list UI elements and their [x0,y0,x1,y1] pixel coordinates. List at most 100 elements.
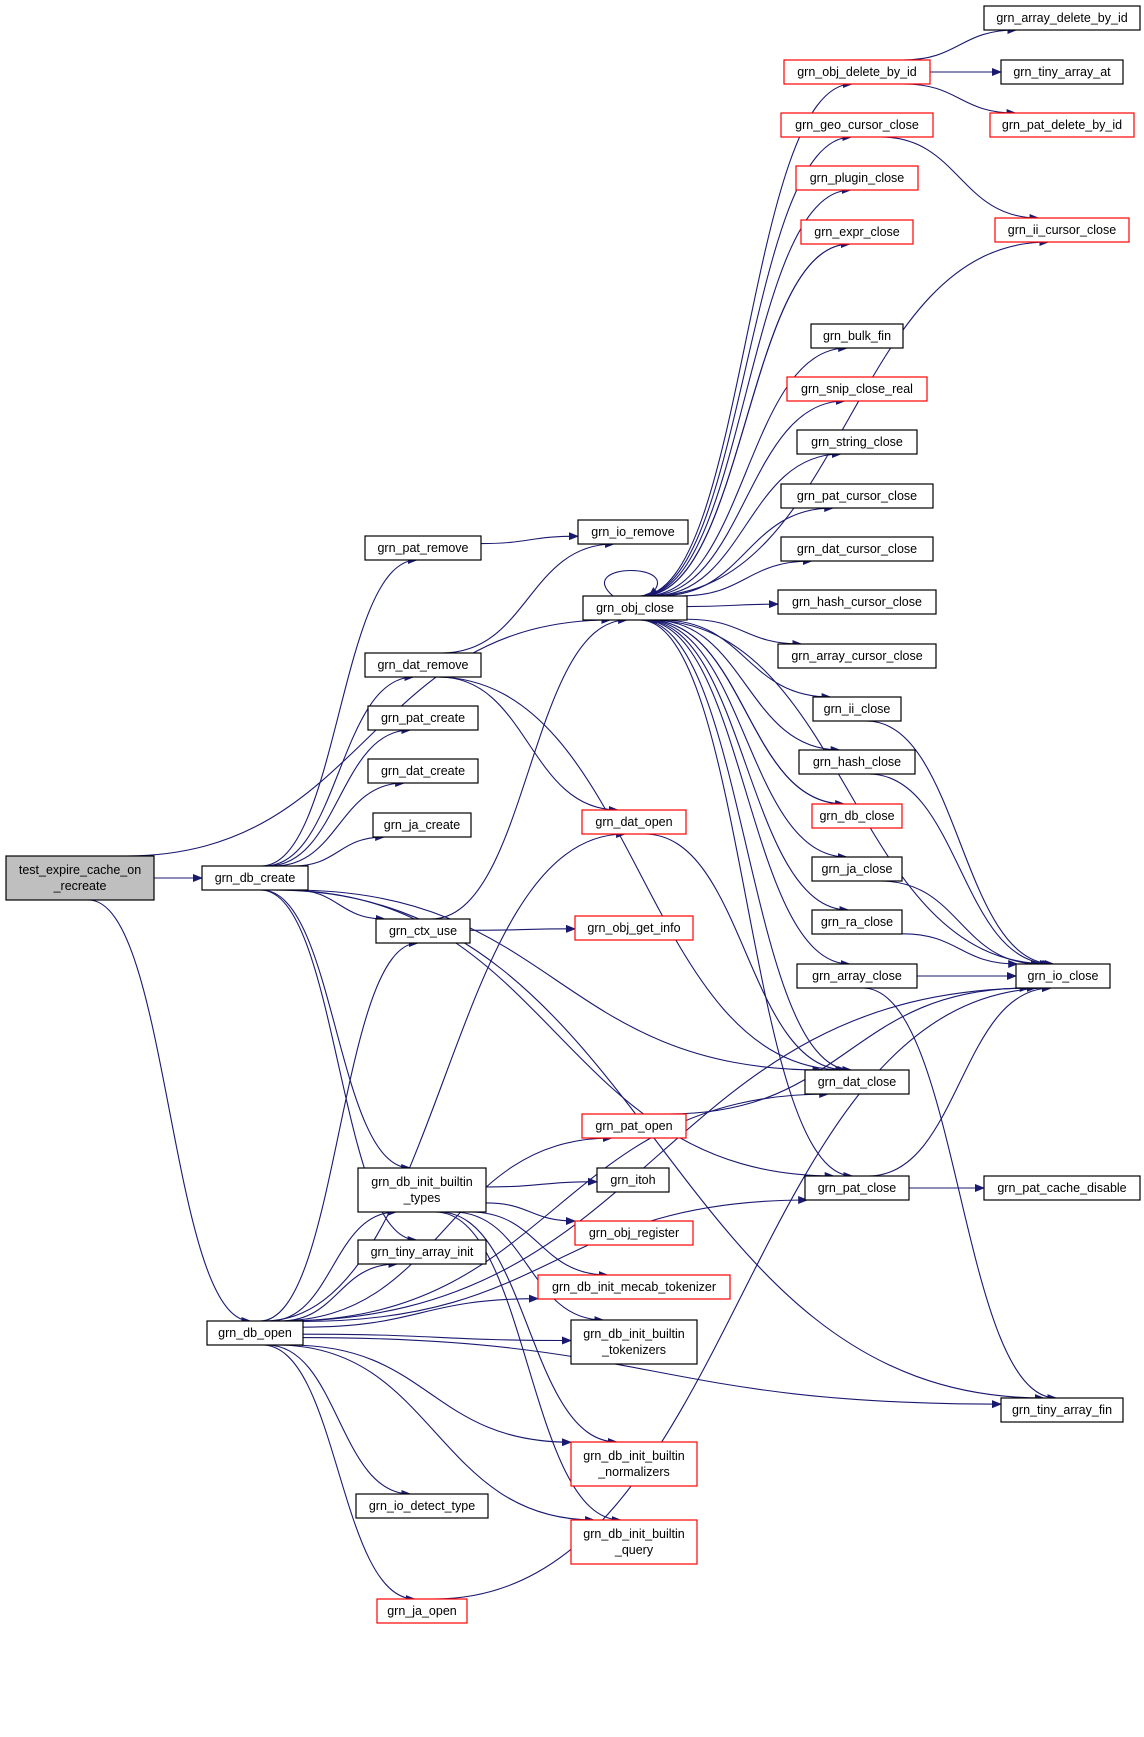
node-box [983,5,1141,31]
node-itoh[interactable]: grn_itoh [596,1167,670,1193]
node-expr_close[interactable]: grn_expr_close [800,219,914,245]
node-label: grn_db_init_builtin [371,1175,473,1189]
node-label: grn_itoh [610,1173,655,1187]
node-tiny_array_at[interactable]: grn_tiny_array_at [1000,59,1124,85]
edge-db_open-to-init_types [269,1208,398,1322]
node-label: grn_db_init_builtin [583,1327,685,1341]
node-label: grn_array_close [812,969,902,983]
node-ii_close[interactable]: grn_ii_close [812,696,902,722]
node-root[interactable]: test_expire_cache_on_recreate [5,855,155,901]
node-init_types[interactable]: grn_db_init_builtin_types [357,1167,487,1213]
node-label: grn_dat_create [381,764,465,778]
node-dat_create[interactable]: grn_dat_create [367,758,479,784]
node-label: grn_pat_remove [377,541,468,555]
node-init_tokenizers[interactable]: grn_db_init_builtin _tokenizers [570,1319,698,1365]
node-io_close[interactable]: grn_io_close [1015,963,1111,989]
node-array_delete_by_id[interactable]: grn_array_delete_by_id [983,5,1141,31]
edge-obj_close-to-geo_cursor_close [640,133,853,597]
node-box [786,376,928,402]
node-box [796,963,918,989]
node-db_create[interactable]: grn_db_create [201,865,309,891]
node-dat_remove[interactable]: grn_dat_remove [364,652,482,678]
node-box [983,1175,1141,1201]
node-array_close[interactable]: grn_array_close [796,963,918,989]
node-pat_remove[interactable]: grn_pat_remove [364,535,482,561]
edge-obj_close-to-dat_close [640,619,853,1074]
edge-db_open-to-tiny_array_fin [302,1337,1002,1409]
node-ii_cursor_close[interactable]: grn_ii_cursor_close [994,217,1130,243]
node-io_detect_type[interactable]: grn_io_detect_type [355,1493,489,1519]
node-dat_cursor_close[interactable]: grn_dat_cursor_close [780,536,934,562]
node-ja_create[interactable]: grn_ja_create [372,812,472,838]
node-box [1000,59,1124,85]
edge-db_create-to-dat_create [273,779,406,867]
edge-db_open-to-io_close [282,984,1037,1322]
node-pat_create[interactable]: grn_pat_create [367,705,479,731]
node-dat_close[interactable]: grn_dat_close [804,1069,910,1095]
node-label: grn_pat_open [595,1119,672,1133]
node-tiny_array_init[interactable]: grn_tiny_array_init [357,1239,487,1265]
node-label: grn_ja_create [384,818,460,832]
edge-obj_close-to-hash_close [652,619,841,754]
node-obj_delete_by_id[interactable]: grn_obj_delete_by_id [783,59,931,85]
node-label: grn_ja_close [822,862,893,876]
node-obj_close[interactable]: grn_obj_close [582,595,688,621]
node-box [780,112,934,138]
node-box [577,519,689,545]
node-string_close[interactable]: grn_string_close [796,429,918,455]
node-init_normalizers[interactable]: grn_db_init_builtin_normalizers [570,1441,698,1487]
edge-db_open-to-init_normalizers [289,1344,572,1447]
node-box [811,909,903,935]
node-ra_close[interactable]: grn_ra_close [811,909,903,935]
node-pat_close[interactable]: grn_pat_close [804,1175,910,1201]
node-box [795,165,919,191]
node-bulk_fin[interactable]: grn_bulk_fin [810,323,904,349]
node-label: _recreate [53,879,107,893]
node-obj_register[interactable]: grn_obj_register [574,1220,694,1246]
node-label: grn_tiny_array_at [1013,65,1111,79]
node-label: grn_dat_open [595,815,672,829]
edge-obj_close-to-pat_close [639,619,854,1180]
node-geo_cursor_close[interactable]: grn_geo_cursor_close [780,112,934,138]
edge-db_create-to-pat_remove [261,556,418,867]
node-pat_delete_by_id[interactable]: grn_pat_delete_by_id [989,112,1135,138]
node-ja_open[interactable]: grn_ja_open [376,1598,468,1624]
edge-obj_close-to-plugin_close [641,186,852,597]
node-hash_cursor_close[interactable]: grn_hash_cursor_close [777,589,937,615]
node-label: grn_expr_close [814,225,900,239]
edge-obj_delete_by_id-to-array_delete_by_id [902,26,1018,61]
node-obj_get_info[interactable]: grn_obj_get_info [574,915,694,941]
node-array_cursor_close[interactable]: grn_array_cursor_close [777,643,937,669]
node-box [804,1069,910,1095]
node-mecab_tok[interactable]: grn_db_init_mecab_tokenizer [537,1274,731,1300]
node-label: _query [614,1543,654,1557]
node-db_close[interactable]: grn_db_close [811,803,903,829]
node-plugin_close[interactable]: grn_plugin_close [795,165,919,191]
node-io_remove[interactable]: grn_io_remove [577,519,689,545]
node-box [355,1493,489,1519]
edge-dat_open-to-dat_close [644,833,848,1074]
edge-db_create-to-init_types [261,889,412,1172]
edge-obj_delete_by_id-to-pat_delete_by_id [903,83,1017,117]
node-label: _tokenizers [601,1343,666,1357]
node-hash_close[interactable]: grn_hash_close [798,749,916,775]
node-label: grn_obj_get_info [587,921,680,935]
node-ja_close[interactable]: grn_ja_close [811,856,903,882]
node-box [777,643,937,669]
node-snip_close_real[interactable]: grn_snip_close_real [786,376,928,402]
node-box [574,915,694,941]
node-dat_open[interactable]: grn_dat_open [581,809,687,835]
node-pat_cache_disable[interactable]: grn_pat_cache_disable [983,1175,1141,1201]
node-label: _normalizers [597,1465,670,1479]
node-ctx_use[interactable]: grn_ctx_use [375,918,471,944]
edge-db_open-to-pat_close [302,1196,809,1322]
node-init_query[interactable]: grn_db_init_builtin_query [570,1519,698,1565]
node-db_open[interactable]: grn_db_open [206,1320,304,1346]
node-box [574,1220,694,1246]
node-pat_open[interactable]: grn_pat_open [581,1113,687,1139]
node-box [994,217,1130,243]
node-tiny_array_fin[interactable]: grn_tiny_array_fin [1000,1397,1124,1423]
node-box [367,758,479,784]
node-pat_cursor_close[interactable]: grn_pat_cursor_close [780,483,934,509]
